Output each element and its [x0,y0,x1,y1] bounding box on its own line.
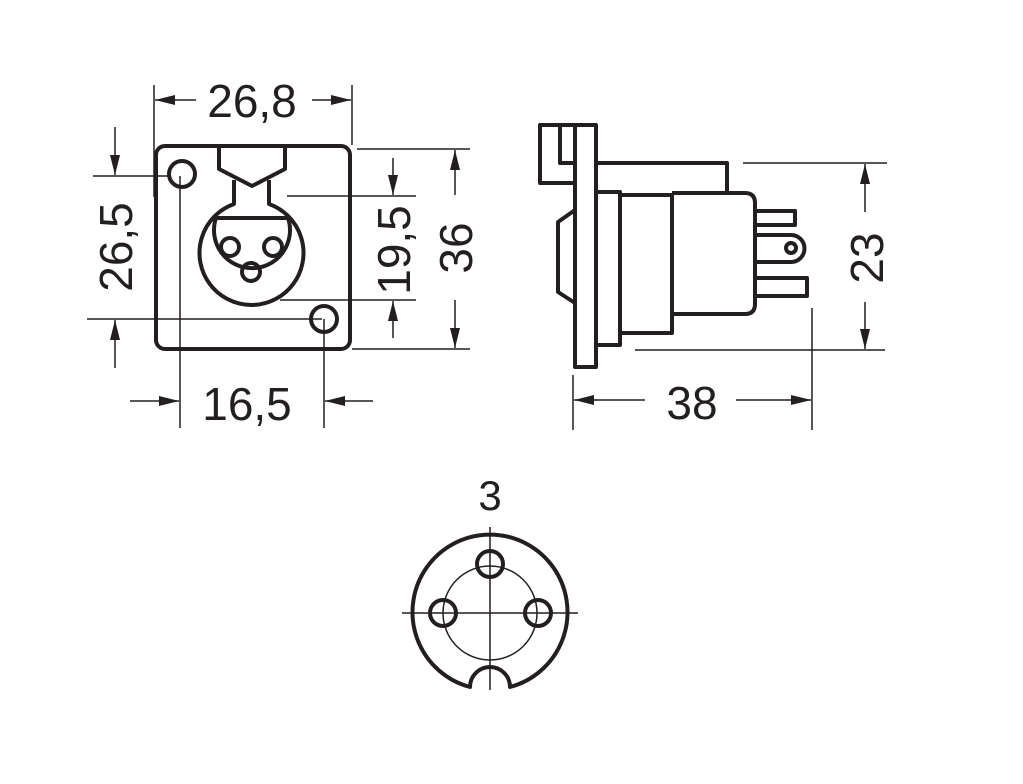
depth-dimension: 38 [666,377,717,429]
ring-1 [594,190,622,347]
body [672,191,757,316]
ring-2 [618,193,674,335]
side-dimensions: 23 38 [572,162,893,430]
outer-shell [410,532,570,689]
socket-outer [197,180,306,307]
flange-outline [154,144,352,351]
pin-hole [240,261,262,283]
pin-view: 3 [402,472,578,690]
pin-hole [262,236,284,258]
flange [573,123,598,369]
height-dimension: 36 [430,222,482,273]
pin-eye [784,241,798,255]
pin-2 [428,598,458,628]
front-view [154,144,352,351]
latch [217,147,287,188]
bracket [538,123,575,185]
latch-top [596,161,729,193]
pin-3 [523,598,553,628]
hole-horizontal-dimension: 16,5 [202,378,292,430]
socket-dimension: 19,5 [368,205,420,295]
side-height-dimension: 23 [841,232,893,283]
pin [753,209,797,227]
pin-hole [219,236,241,258]
socket-insert [212,216,292,271]
pin-1 [475,549,505,579]
hole-vertical-dimension: 26,5 [90,202,142,292]
mount-hole-top-left [167,159,197,189]
pin [753,276,809,298]
pin [755,233,807,264]
pin-count-label: 3 [478,472,501,519]
width-dimension: 26,8 [207,75,297,127]
front-bulge [556,208,577,305]
front-dimensions: 26,8 36 19,5 26,5 16,5 [87,75,482,430]
side-view [538,123,809,369]
